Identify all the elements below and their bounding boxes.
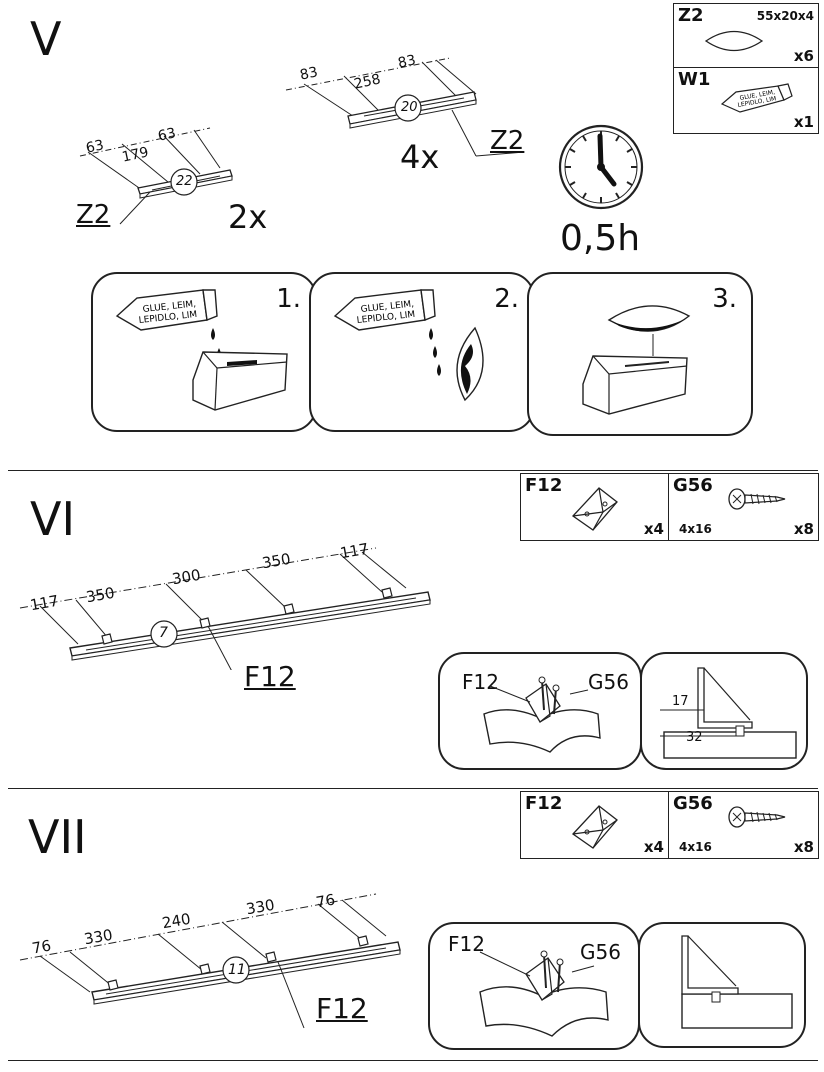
detail-label-g56: G56 bbox=[580, 940, 621, 964]
bracket-section-drawing bbox=[660, 667, 797, 759]
panel-number: 1. bbox=[276, 284, 301, 314]
part-f12: F12 x4 bbox=[521, 792, 669, 858]
detail-panel-section-vii bbox=[638, 922, 806, 1048]
detail-panel-section-vi: 17 32 bbox=[640, 652, 808, 770]
large-board-drawing bbox=[285, 57, 525, 157]
part-quantity: x8 bbox=[793, 520, 814, 538]
part-code: G56 bbox=[673, 793, 713, 814]
detail-label-f12: F12 bbox=[462, 670, 499, 694]
corner-bracket-icon bbox=[572, 805, 618, 849]
detail-label-f12: F12 bbox=[448, 932, 485, 956]
part-w1: W1 GLUE, LEIM, LEPIDLO, LIM x1 bbox=[674, 68, 818, 133]
part-f12: F12 x4 bbox=[521, 474, 669, 540]
detail-panel-assembly-vi: F12 G56 bbox=[438, 652, 642, 770]
dim-32: 32 bbox=[686, 730, 703, 745]
parts-table-vi: F12 x4 G56 4x16 x8 bbox=[520, 473, 819, 541]
circle-number-small: 22 bbox=[176, 174, 193, 189]
glue-bottle-icon: GLUE, LEIM, LEPIDLO, LIM bbox=[333, 289, 484, 402]
bracket-assembly-drawing bbox=[483, 676, 601, 753]
circle-number-vii: 11 bbox=[228, 962, 246, 978]
section-divider bbox=[8, 470, 818, 471]
board-drawing-vi bbox=[19, 547, 431, 670]
circle-number-large: 20 bbox=[401, 100, 418, 115]
part-code: F12 bbox=[525, 475, 563, 496]
part-code: F12 bbox=[525, 793, 563, 814]
step-number-vii: VII bbox=[28, 810, 87, 864]
part-dimension: 4x16 bbox=[679, 522, 712, 536]
part-g56: G56 4x16 x8 bbox=[669, 474, 818, 540]
page-bottom-rule bbox=[8, 1060, 818, 1061]
part-dimension: 55x20x4 bbox=[756, 9, 814, 23]
bracket-section-drawing bbox=[681, 935, 793, 1029]
screw-icon bbox=[728, 488, 786, 510]
part-quantity: x8 bbox=[793, 838, 814, 856]
part-quantity: x6 bbox=[793, 47, 814, 65]
section-divider bbox=[8, 788, 818, 789]
part-code: G56 bbox=[673, 475, 713, 496]
part-code: W1 bbox=[678, 69, 711, 90]
panel-number: 3. bbox=[712, 284, 737, 314]
dim-17: 17 bbox=[672, 694, 689, 709]
parts-table-vii: F12 x4 G56 4x16 x8 bbox=[520, 791, 819, 859]
count-2x: 2x bbox=[228, 198, 268, 236]
biscuit-icon bbox=[704, 30, 764, 52]
parts-table-v: Z2 55x20x4 x6 W1 GLUE, LEIM, LEPIDLO, LI… bbox=[673, 3, 819, 134]
bracket-assembly-drawing bbox=[479, 950, 609, 1037]
board-drawing-vii bbox=[19, 893, 401, 1029]
corner-bracket-icon bbox=[572, 487, 618, 531]
step-number-v: V bbox=[30, 12, 62, 66]
label-z2-small: Z2 bbox=[76, 200, 111, 230]
panel-number: 2. bbox=[494, 284, 519, 314]
glue-step-panel-1: 1. GLUE, LEIM, LEPIDLO, LIM bbox=[91, 272, 317, 432]
label-f12-vi: F12 bbox=[244, 660, 296, 693]
part-z2: Z2 55x20x4 x6 bbox=[674, 4, 818, 68]
part-quantity: x1 bbox=[793, 113, 814, 131]
part-quantity: x4 bbox=[643, 838, 664, 856]
small-board-drawing bbox=[79, 127, 233, 225]
part-g56: G56 4x16 x8 bbox=[669, 792, 818, 858]
detail-panel-assembly-vii: F12 G56 bbox=[428, 922, 640, 1050]
part-code: Z2 bbox=[678, 5, 704, 26]
label-f12-vii: F12 bbox=[316, 992, 368, 1025]
count-4x: 4x bbox=[400, 138, 440, 176]
dim-vii-1: 76 bbox=[30, 936, 53, 958]
step-number-vi: VI bbox=[30, 492, 76, 546]
detail-label-g56: G56 bbox=[588, 670, 629, 694]
glue-step-panel-3: 3. bbox=[527, 272, 753, 436]
part-dimension: 4x16 bbox=[679, 840, 712, 854]
glue-bottle-icon: GLUE, LEIM, LEPIDLO, LIM bbox=[720, 83, 793, 113]
label-z2-large: Z2 bbox=[490, 126, 525, 156]
dim-vii-5: 76 bbox=[314, 890, 337, 912]
clock-icon bbox=[558, 124, 644, 210]
part-quantity: x4 bbox=[643, 520, 664, 538]
glue-step-panel-2: 2. GLUE, LEIM, LEPIDLO, LIM bbox=[309, 272, 535, 432]
biscuit-insert-drawing bbox=[582, 305, 691, 415]
screw-icon bbox=[728, 806, 786, 828]
glue-bottle-icon: GLUE, LEIM, LEPIDLO, LIM bbox=[115, 289, 288, 411]
duration-text: 0,5h bbox=[560, 218, 641, 259]
circle-number-vi: 7 bbox=[159, 625, 168, 641]
